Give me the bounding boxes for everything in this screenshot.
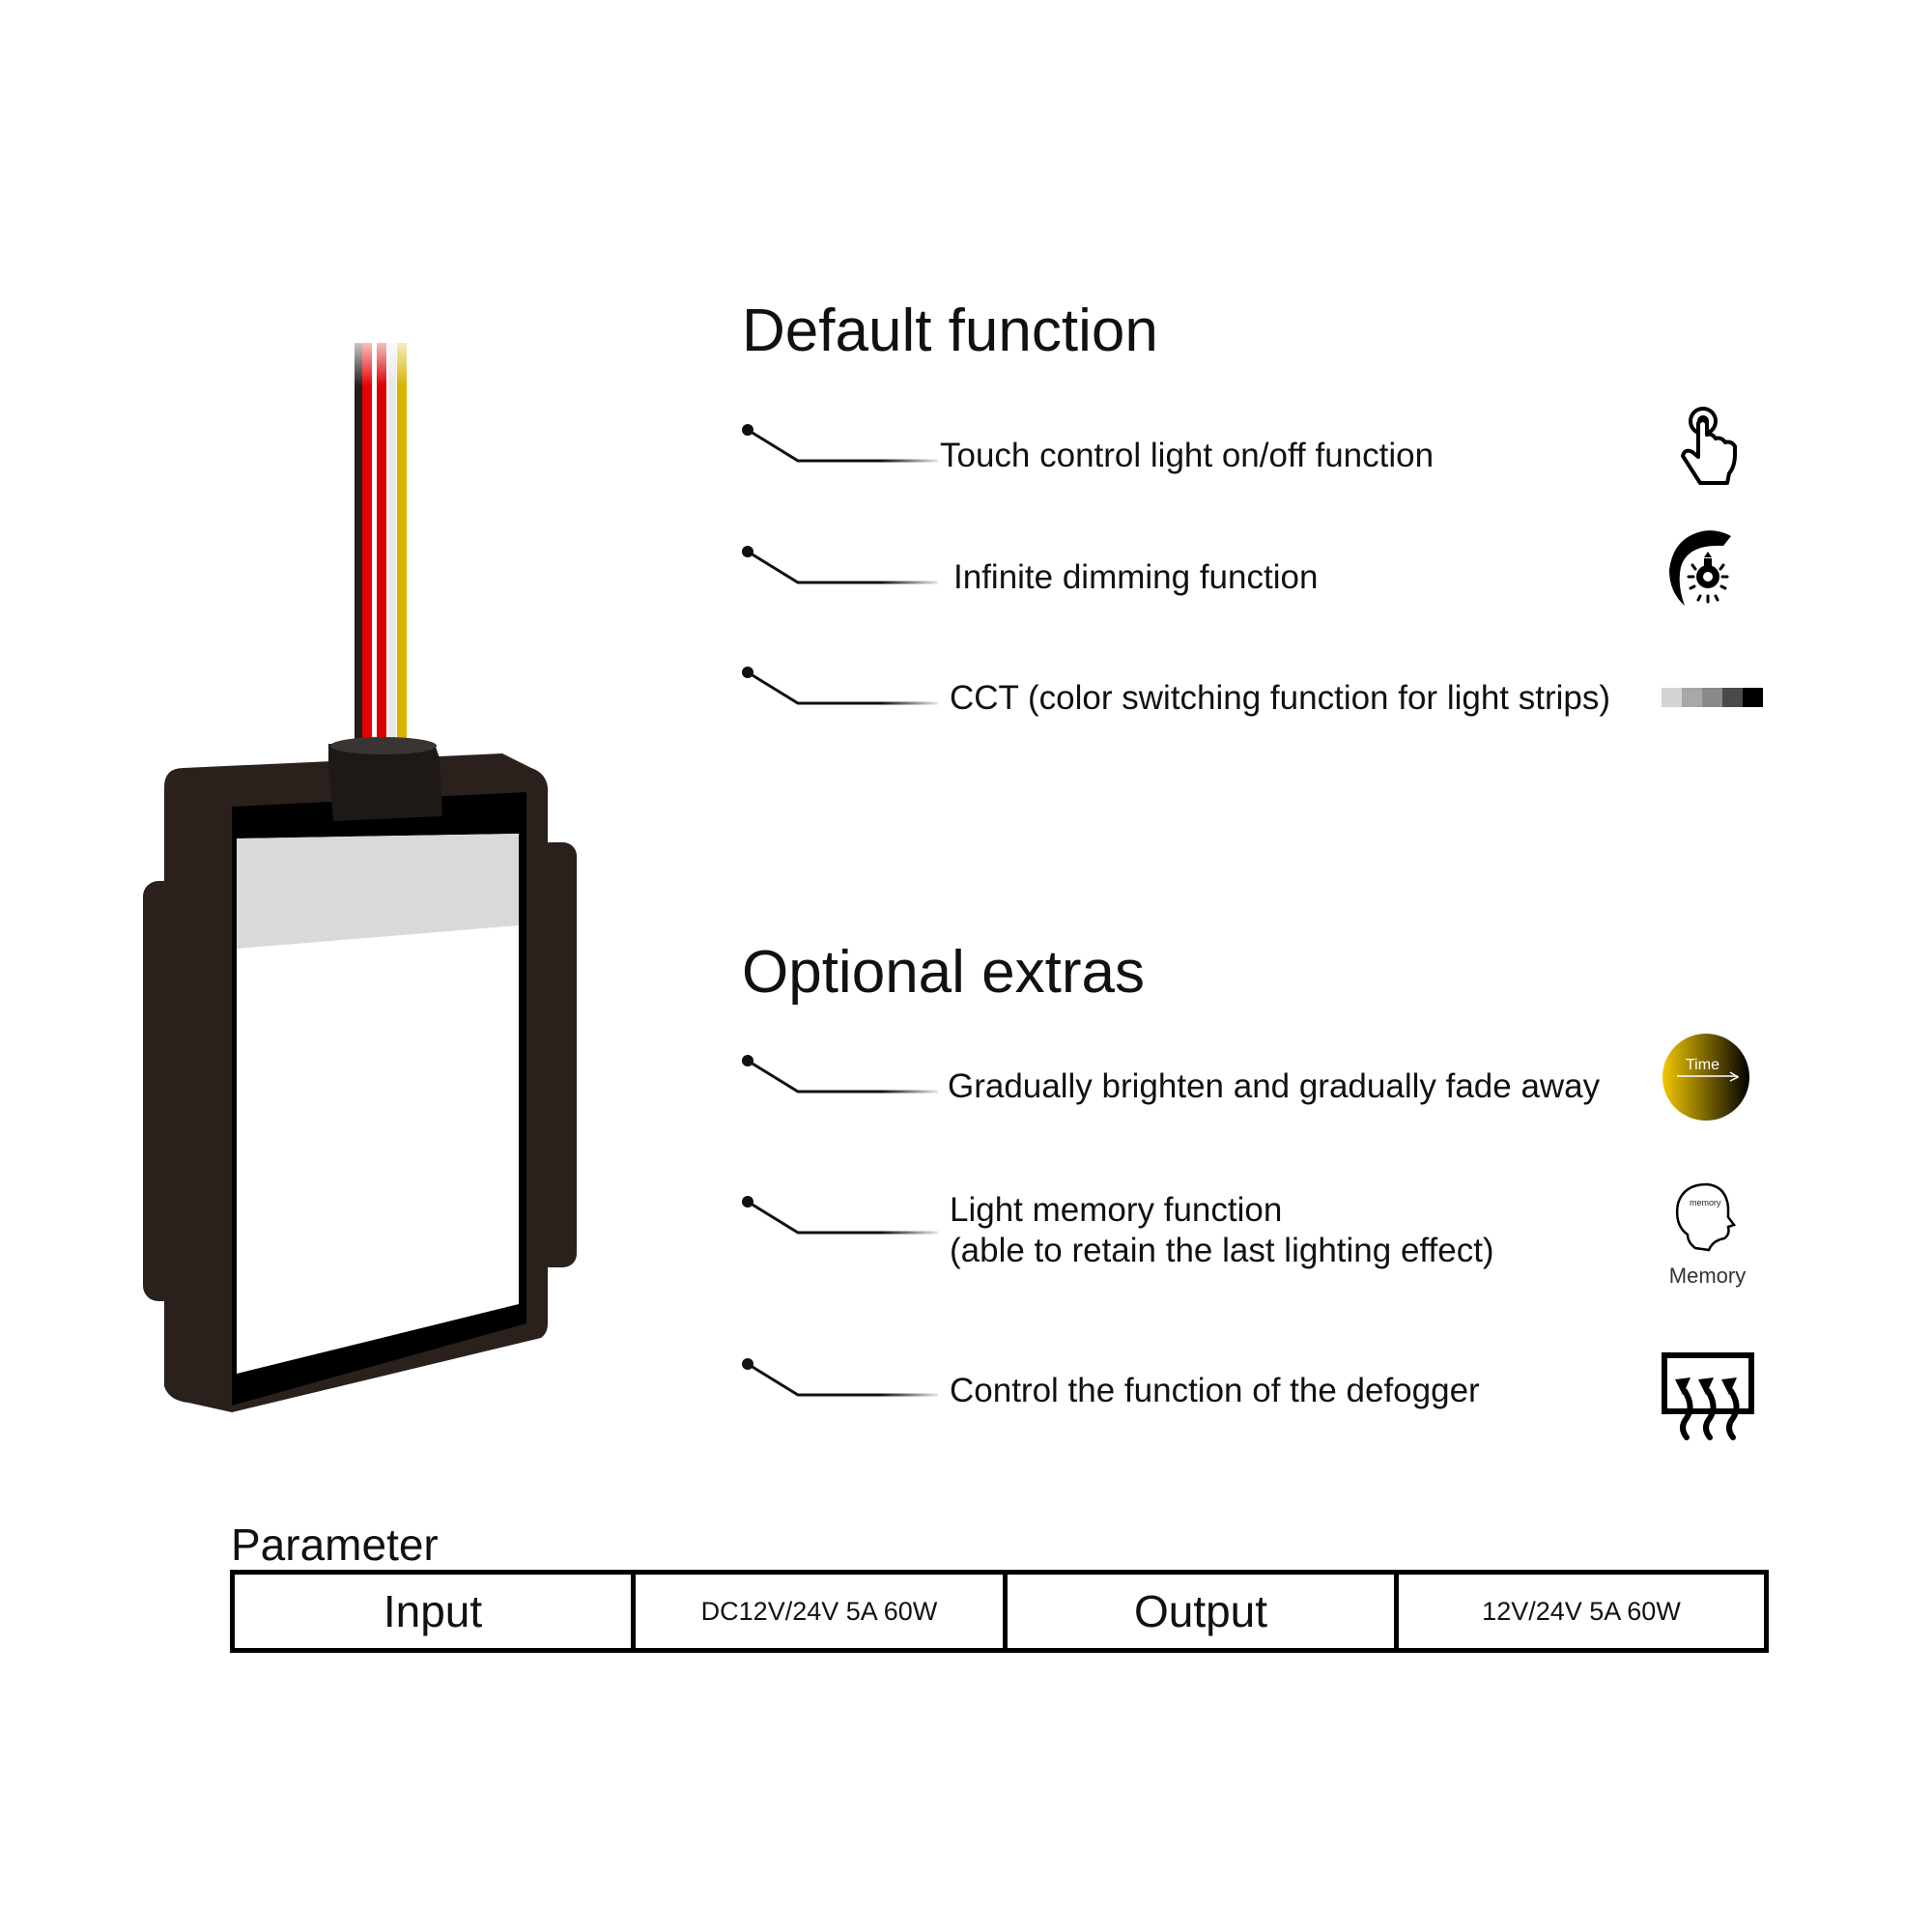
time-fade-icon: Time: [1662, 1034, 1749, 1121]
defogger-icon: [1662, 1352, 1754, 1440]
default-function-heading: Default function: [742, 298, 1158, 364]
time-label: Time: [1686, 1057, 1719, 1073]
leader-line-icon: [742, 1358, 938, 1397]
light-memory-line2: (able to retain the last lighting effect…: [950, 1232, 1494, 1269]
dimming-bulb-icon: [1669, 530, 1731, 606]
leader-line-icon: [742, 667, 938, 705]
cct-gradient-icon: [1662, 688, 1763, 707]
leader-line-icon: [742, 1196, 938, 1235]
light-memory-line1: Light memory function: [950, 1191, 1283, 1229]
touch-hand-icon: [1681, 407, 1737, 485]
output-value-cell: 12V/24V 5A 60W: [1394, 1570, 1769, 1653]
memory-head-icon: memory Memory: [1666, 1179, 1748, 1294]
memory-caption: Memory: [1668, 1264, 1747, 1288]
extra-item-gradual-fade: Gradually brighten and gradually fade aw…: [948, 1067, 1601, 1105]
extra-item-defogger: Control the function of the defogger: [950, 1372, 1480, 1409]
arrow-right-icon: [1677, 1071, 1740, 1082]
input-label-cell: Input: [230, 1570, 636, 1653]
product-illustration: [135, 328, 599, 1420]
leader-line-icon: [742, 424, 938, 463]
default-item-infinite-dimming: Infinite dimming function: [953, 558, 1319, 596]
default-item-cct: CCT (color switching function for light …: [950, 679, 1611, 717]
output-label-cell: Output: [1003, 1570, 1399, 1653]
leader-line-icon: [742, 546, 938, 584]
leader-line-icon: [742, 1055, 938, 1094]
parameter-table: Input DC12V/24V 5A 60W Output 12V/24V 5A…: [230, 1570, 1769, 1653]
optional-extras-heading: Optional extras: [742, 939, 1145, 1006]
touch-sensor-device-image: [143, 328, 577, 1412]
extra-item-light-memory: Light memory function (able to retain th…: [950, 1190, 1494, 1271]
memory-inner-text: memory: [1690, 1198, 1721, 1208]
input-value-cell: DC12V/24V 5A 60W: [631, 1570, 1008, 1653]
default-item-touch-control: Touch control light on/off function: [940, 437, 1435, 474]
parameter-heading: Parameter: [231, 1520, 439, 1570]
table-row: Input DC12V/24V 5A 60W Output 12V/24V 5A…: [230, 1570, 1769, 1653]
